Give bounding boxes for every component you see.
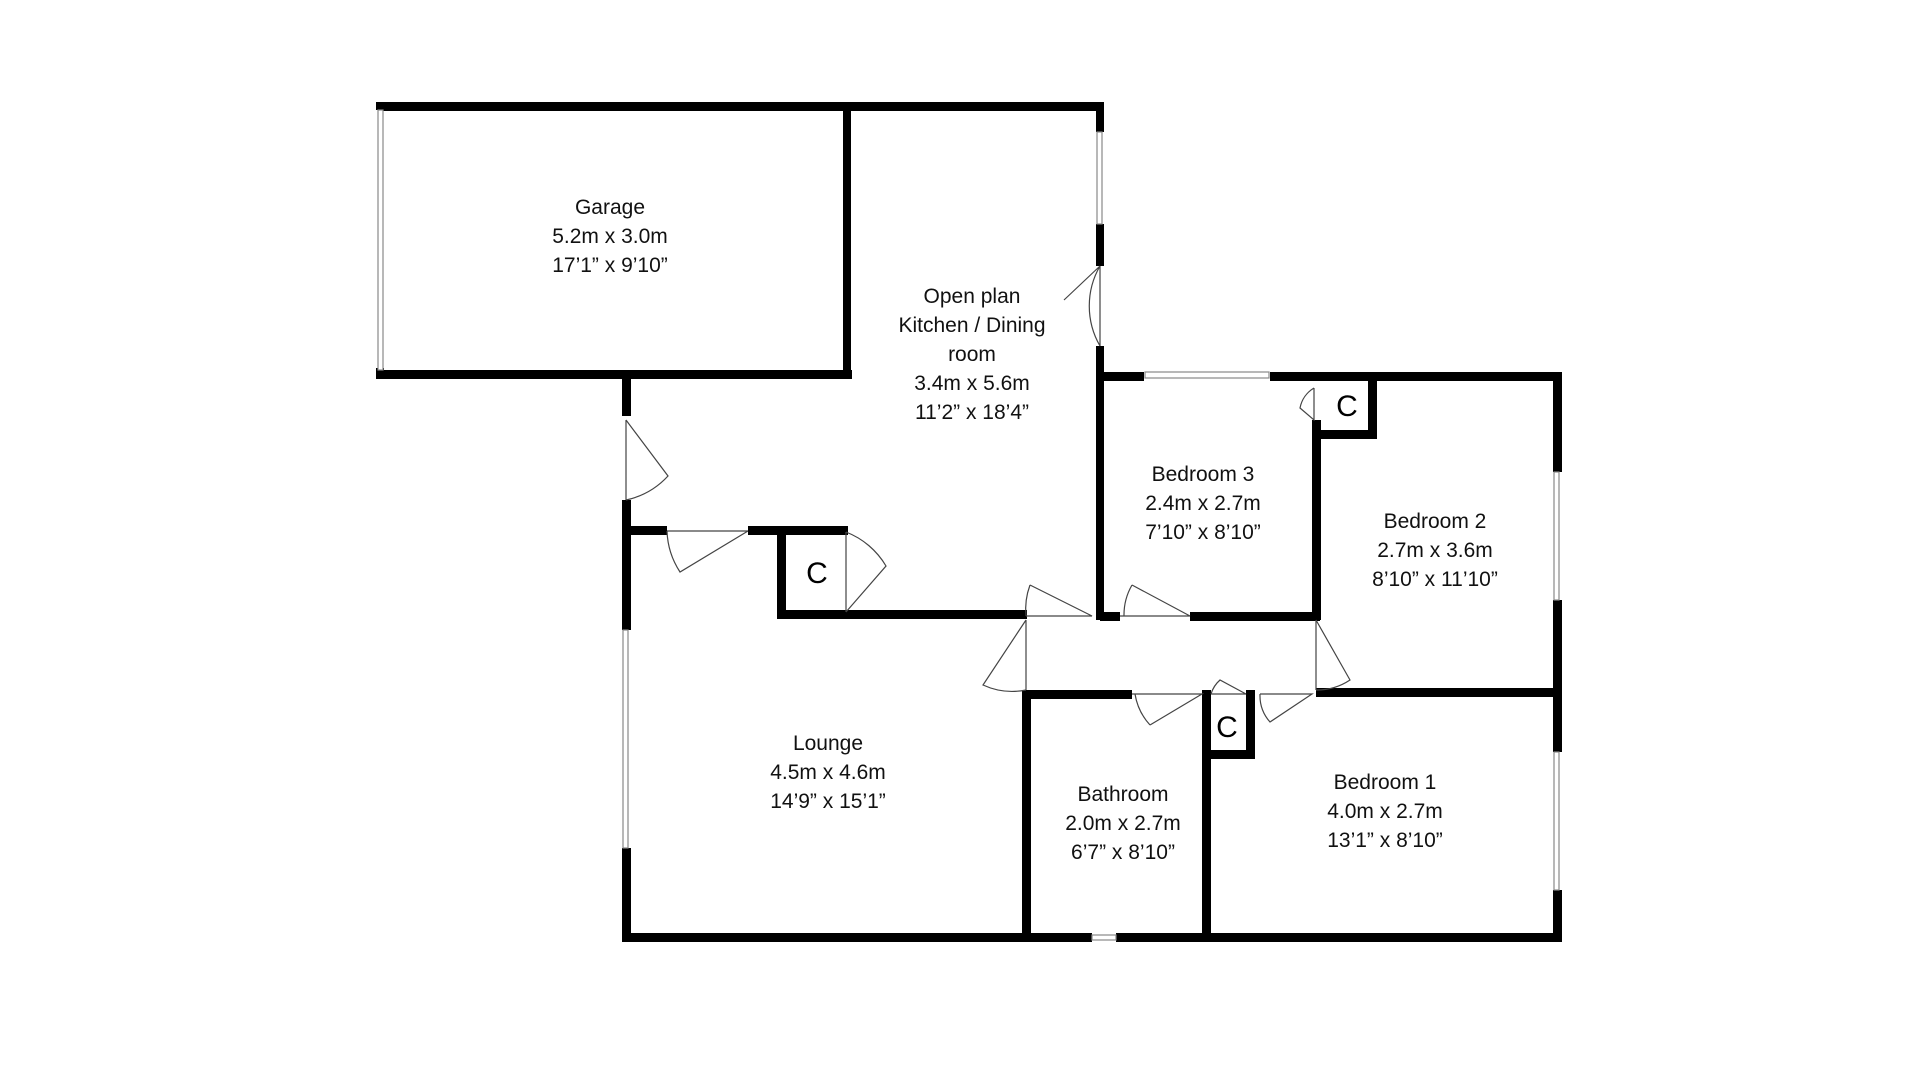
room-size-metric: 3.4m x 5.6m — [914, 372, 1030, 395]
room-size-imperial: 11’2” x 18’4” — [914, 401, 1029, 424]
room-size-imperial: 8’10” x 11’10” — [1372, 568, 1498, 591]
room-label-lounge: Lounge 4.5m x 4.6m 14’9” x 15’1” — [770, 729, 886, 816]
room-size-metric: 4.0m x 2.7m — [1327, 800, 1443, 823]
room-size-imperial: 13’1” x 8’10” — [1327, 829, 1443, 852]
closet-label-bedroom-2: C — [1336, 390, 1358, 423]
walls — [376, 102, 1562, 942]
room-name: Bedroom 2 — [1383, 510, 1487, 533]
room-name-line3: room — [948, 343, 996, 366]
room-name-line1: Open plan — [923, 285, 1021, 308]
closet-label-lounge: C — [806, 557, 828, 590]
room-size-imperial: 17’1” x 9’10” — [552, 254, 668, 277]
room-name: Bedroom 3 — [1151, 463, 1255, 486]
room-name-line2: Kitchen / Dining — [898, 314, 1046, 337]
room-label-bedroom-3: Bedroom 3 2.4m x 2.7m 7’10” x 8’10” — [1145, 460, 1261, 547]
closet-label-hall: C — [1216, 711, 1238, 744]
doors — [625, 265, 1351, 726]
room-size-imperial: 6’7” x 8’10” — [1071, 841, 1175, 864]
room-name: Bathroom — [1077, 783, 1169, 806]
room-name: Lounge — [792, 732, 864, 755]
room-size-imperial: 14’9” x 15’1” — [770, 790, 886, 813]
room-size-metric: 5.2m x 3.0m — [552, 225, 668, 248]
room-size-metric: 4.5m x 4.6m — [770, 761, 886, 784]
room-label-garage: Garage 5.2m x 3.0m 17’1” x 9’10” — [552, 193, 668, 280]
room-size-imperial: 7’10” x 8’10” — [1145, 521, 1261, 544]
room-size-metric: 2.4m x 2.7m — [1145, 492, 1261, 515]
room-label-bedroom-1: Bedroom 1 4.0m x 2.7m 13’1” x 8’10” — [1327, 768, 1443, 855]
room-size-metric: 2.7m x 3.6m — [1377, 539, 1493, 562]
room-label-bedroom-2: Bedroom 2 2.7m x 3.6m 8’10” x 11’10” — [1372, 507, 1498, 594]
room-name: Bedroom 1 — [1333, 771, 1437, 794]
room-label-kitchen-dining: Open plan Kitchen / Dining room 3.4m x 5… — [898, 282, 1045, 427]
room-name: Garage — [574, 196, 646, 219]
room-size-metric: 2.0m x 2.7m — [1065, 812, 1181, 835]
windows — [377, 109, 1560, 941]
room-label-bathroom: Bathroom 2.0m x 2.7m 6’7” x 8’10” — [1065, 780, 1181, 867]
